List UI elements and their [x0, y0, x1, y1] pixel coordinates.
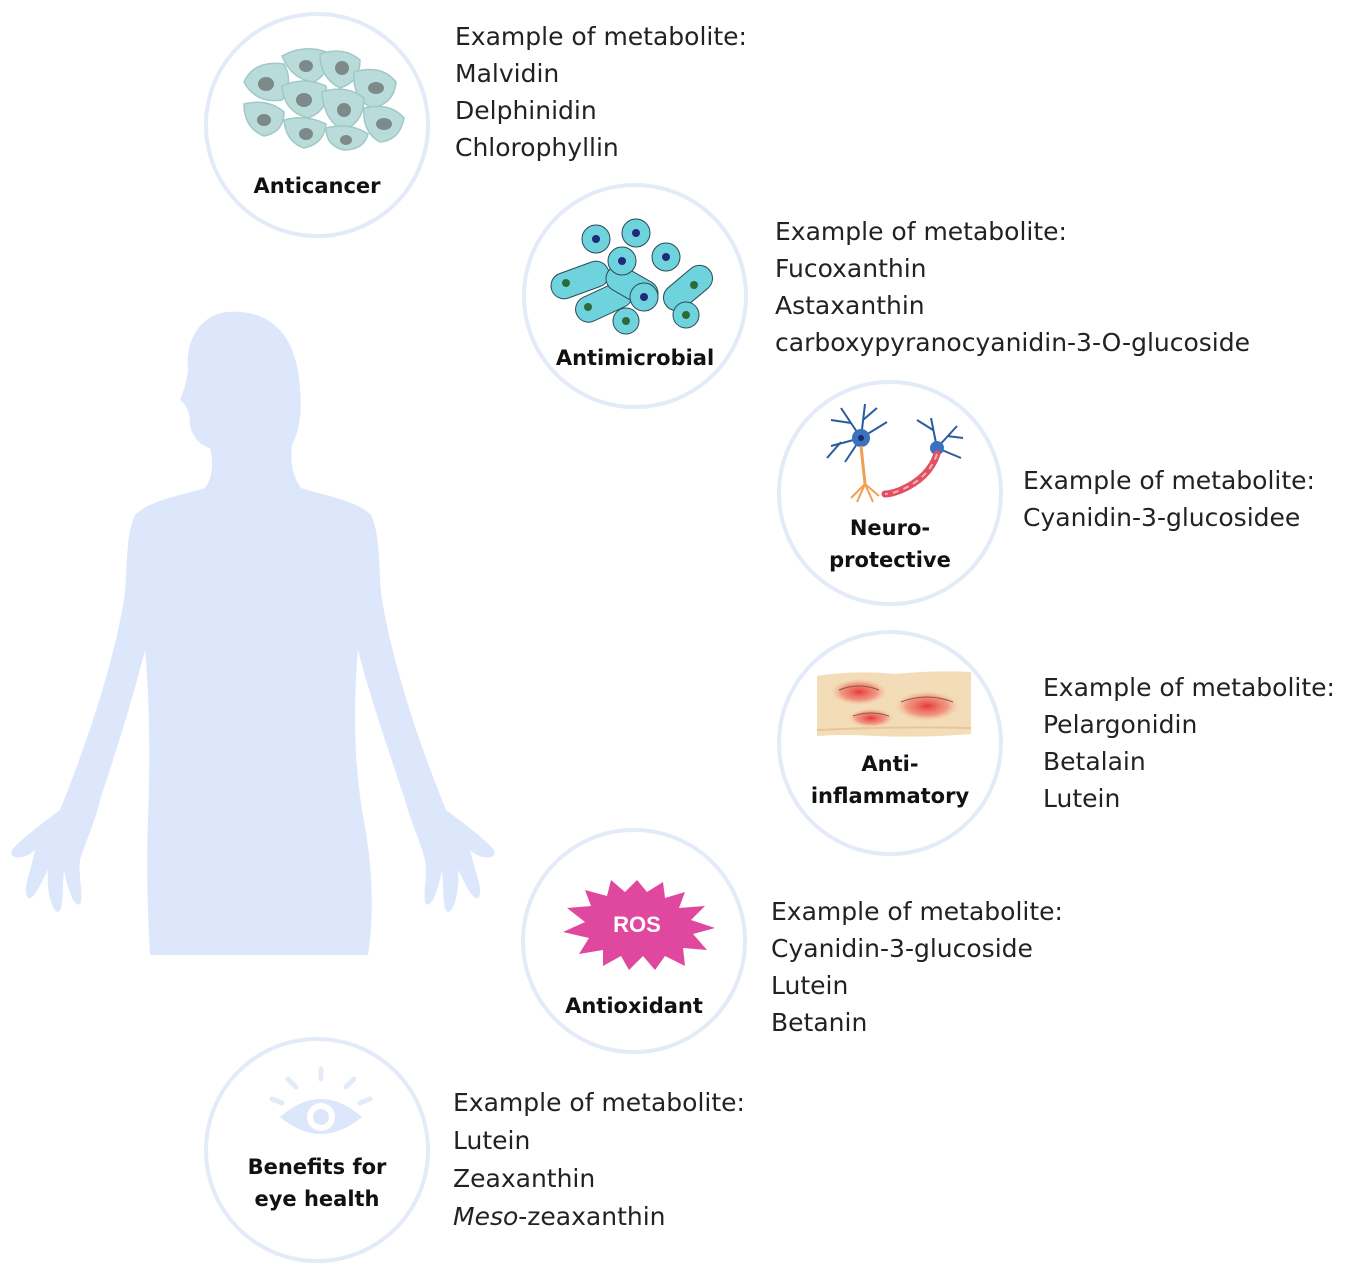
metabolite-italic-prefix: Meso	[453, 1202, 519, 1231]
metabolite: Chlorophyllin	[455, 133, 619, 162]
metabolite: Lutein	[453, 1126, 531, 1155]
anti-inflammatory-examples: Example of metabolite: Pelargonidin Beta…	[1043, 669, 1335, 817]
anti-inflammatory-circle: Anti- inflammatory	[777, 630, 1003, 856]
examples-heading: Example of metabolite:	[453, 1088, 745, 1117]
eye-health-examples: Example of metabolite: Lutein Zeaxanthin…	[453, 1084, 745, 1236]
human-silhouette	[11, 311, 495, 955]
inflamed-skin-icon	[816, 671, 972, 737]
cell-cluster-icon	[243, 48, 405, 151]
examples-heading: Example of metabolite:	[455, 22, 747, 51]
metabolite: Lutein	[1043, 784, 1121, 813]
metabolite: Fucoxanthin	[775, 254, 927, 283]
examples-heading: Example of metabolite:	[1023, 466, 1315, 495]
metabolite: Astaxanthin	[775, 291, 925, 320]
neuron-icon	[826, 403, 964, 503]
examples-heading: Example of metabolite:	[771, 897, 1063, 926]
antioxidant-label: Antioxidant	[565, 994, 703, 1018]
metabolite: Pelargonidin	[1043, 710, 1198, 739]
eye-icon	[269, 1066, 373, 1134]
antioxidant-examples: Example of metabolite: Cyanidin-3-glucos…	[771, 893, 1063, 1041]
examples-heading: Example of metabolite:	[775, 217, 1067, 246]
antioxidant-circle: ROS Antioxidant	[521, 828, 747, 1054]
metabolite-suffix: -zeaxanthin	[518, 1202, 666, 1231]
metabolite: Cyanidin-3-glucoside	[771, 934, 1033, 963]
metabolite: carboxypyranocyanidin-3-O-glucoside	[775, 328, 1250, 357]
anticancer-circle: Anticancer	[204, 12, 430, 238]
metabolite: Malvidin	[455, 59, 560, 88]
metabolite: Cyanidin-3-glucosidee	[1023, 503, 1301, 532]
antimicrobial-circle: Antimicrobial	[522, 183, 748, 409]
antimicrobial-label: Antimicrobial	[555, 346, 715, 370]
antimicrobial-examples: Example of metabolite: Fucoxanthin Astax…	[775, 213, 1250, 361]
metabolite: Zeaxanthin	[453, 1164, 596, 1193]
ros-label: ROS	[613, 912, 661, 937]
metabolite: Meso-zeaxanthin	[453, 1198, 745, 1236]
eye-health-circle: Benefits for eye health	[204, 1037, 430, 1263]
eye-health-label: Benefits for eye health	[247, 1155, 387, 1211]
neuroprotective-circle: Neuro- protective	[777, 380, 1003, 606]
metabolite: Delphinidin	[455, 96, 597, 125]
metabolite: Lutein	[771, 971, 849, 1000]
anticancer-examples: Example of metabolite: Malvidin Delphini…	[455, 18, 747, 166]
neuroprotective-label: Neuro- protective	[829, 516, 951, 572]
metabolite: Betalain	[1043, 747, 1146, 776]
microbe-cluster-icon	[550, 218, 713, 335]
examples-heading: Example of metabolite:	[1043, 673, 1335, 702]
metabolite: Betanin	[771, 1008, 868, 1037]
neuroprotective-examples: Example of metabolite: Cyanidin-3-glucos…	[1023, 462, 1315, 536]
anticancer-label: Anticancer	[253, 174, 381, 198]
ros-burst-icon: ROS	[563, 880, 715, 970]
anti-inflammatory-label: Anti- inflammatory	[810, 752, 970, 808]
